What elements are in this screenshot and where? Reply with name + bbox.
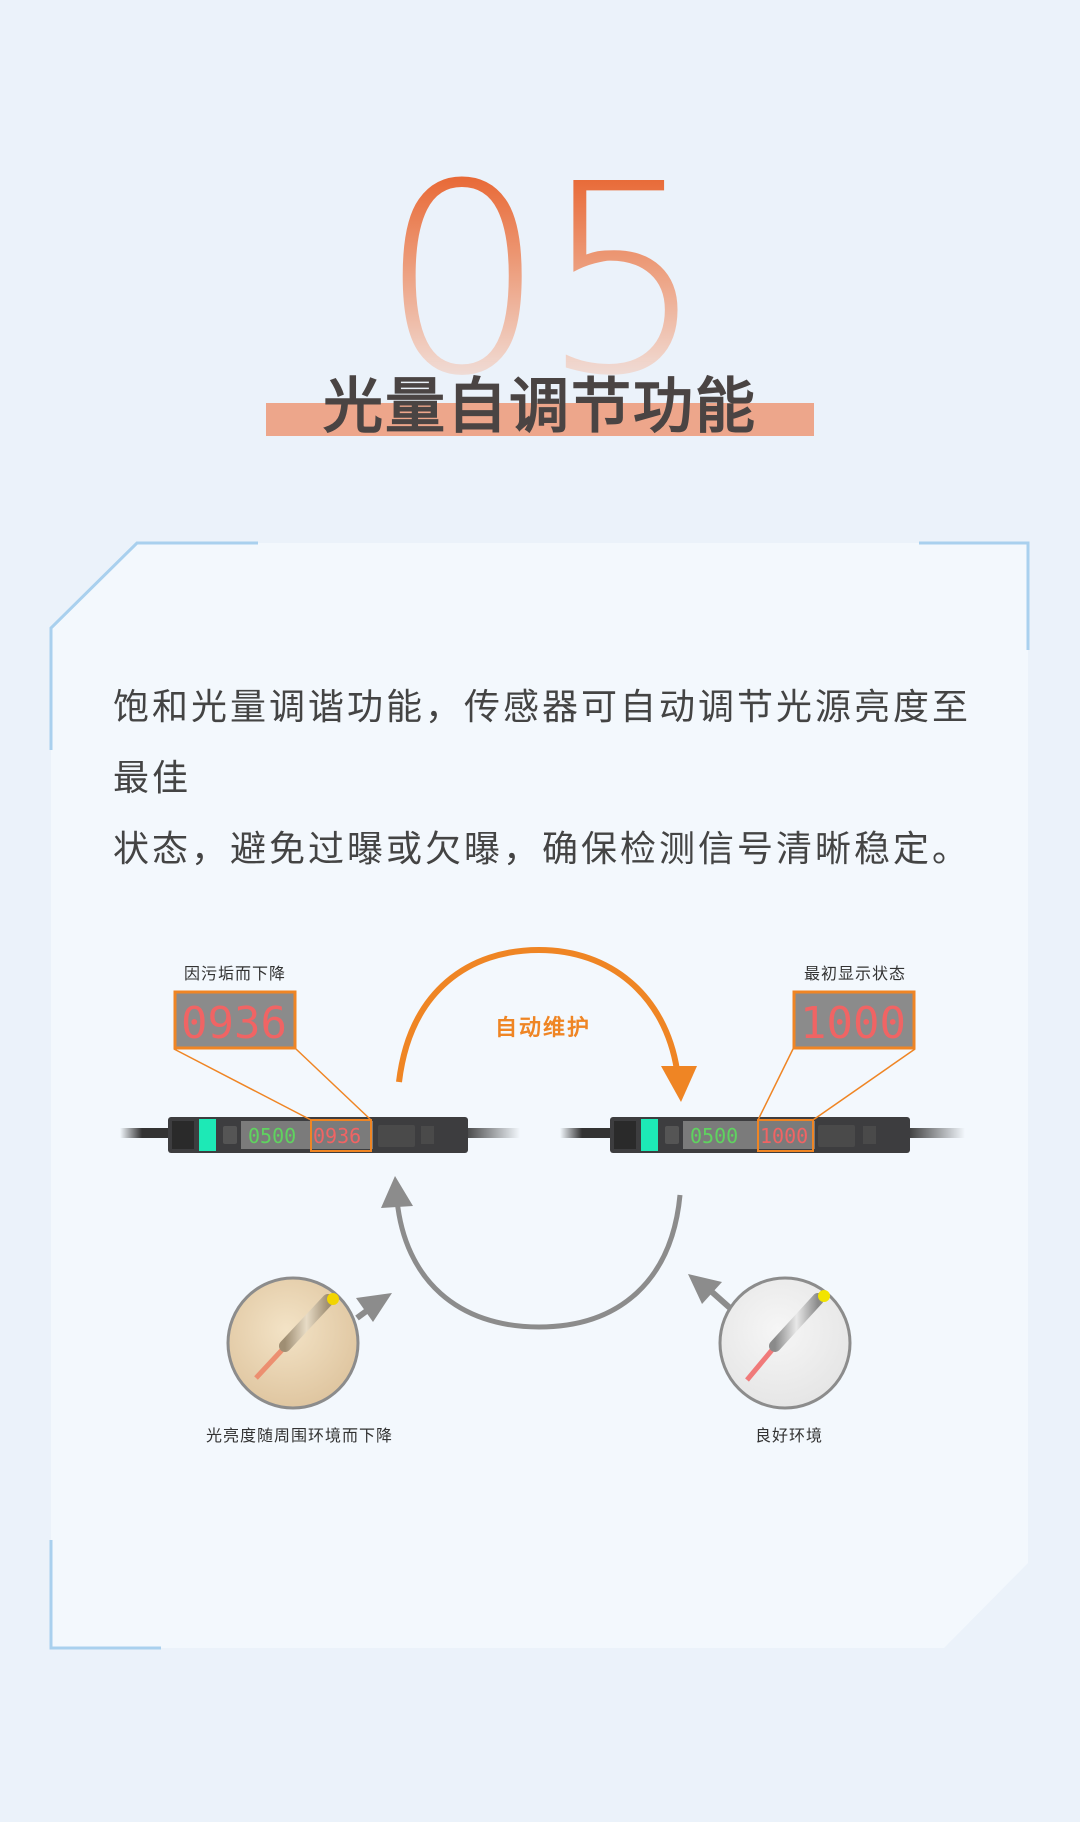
title-highlight-bar xyxy=(266,403,814,436)
card-accent-bottom-left xyxy=(49,1540,161,1650)
card-accent-top-left xyxy=(49,541,258,750)
auto-maintain-label: 自动维护 xyxy=(495,1016,592,1041)
right-sensor-label: 最初显示状态 xyxy=(804,964,907,983)
section-number: 05 xyxy=(0,150,1080,412)
left-sensor-label: 因污垢而下降 xyxy=(184,964,287,983)
left-environment-label: 光亮度随周围环境而下降 xyxy=(206,1426,394,1445)
description-line-1: 饱和光量调谐功能，传感器可自动调节光源亮度至最佳 xyxy=(113,687,972,799)
feature-description: 饱和光量调谐功能，传感器可自动调节光源亮度至最佳 状态，避免过曝或欠曝，确保检测… xyxy=(113,672,993,885)
card-accent-top-right xyxy=(919,541,1030,650)
right-environment-label: 良好环境 xyxy=(755,1426,824,1445)
page-title: 光量自调节功能 xyxy=(323,372,757,442)
description-line-2: 状态，避免过曝或欠曝，确保检测信号清晰稳定。 xyxy=(113,829,972,870)
